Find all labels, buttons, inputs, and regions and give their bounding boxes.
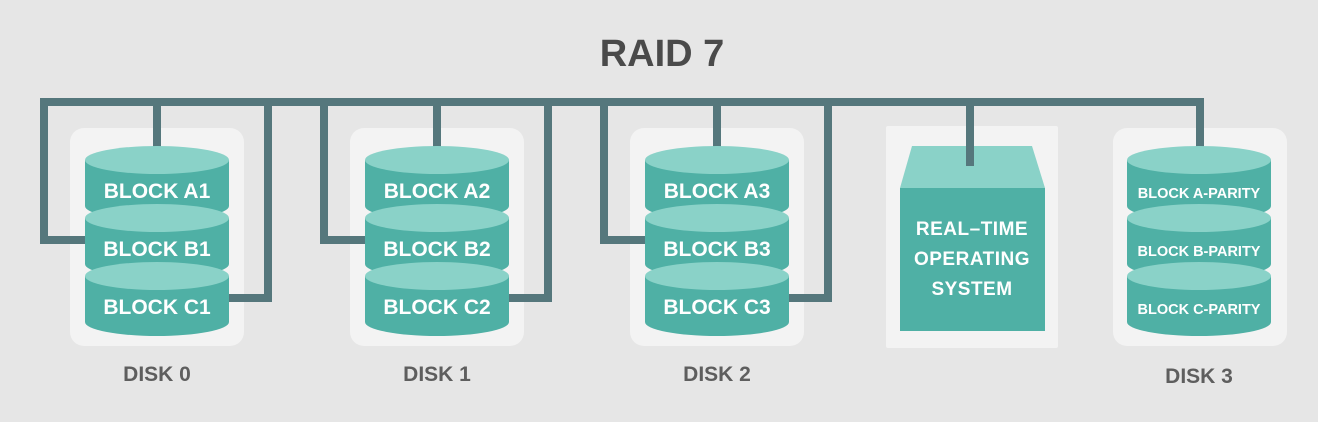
- block-label: BLOCK C-PARITY: [1138, 302, 1261, 318]
- os-label-line-2: OPERATING: [914, 249, 1030, 270]
- os-box-front: [900, 188, 1045, 331]
- disk0-left-link: [40, 98, 92, 244]
- cylinder-body: [645, 218, 789, 278]
- disk-block-cylinder: BLOCK B1: [85, 204, 229, 278]
- cylinder-body: [85, 276, 229, 336]
- disk-stack-0: BLOCK A1 BLOCK B1 BLOCK C1: [85, 146, 229, 336]
- cylinder-top: [645, 204, 789, 232]
- disk-block-cylinder: BLOCK A1: [85, 146, 229, 220]
- disk-block-cylinder: BLOCK C2: [365, 262, 509, 336]
- os-box: REAL–TIME OPERATING SYSTEM: [900, 98, 1045, 331]
- os-label-line-1: REAL–TIME: [916, 219, 1028, 240]
- os-box-top: [900, 146, 1045, 188]
- disk1-left-link: [320, 98, 372, 244]
- disk-block-cylinder: BLOCK B3: [645, 204, 789, 278]
- disk-label-3: DISK 3: [1165, 365, 1233, 388]
- disk-block-cylinder: BLOCK C3: [645, 262, 789, 336]
- disk-block-cylinder: BLOCK B-PARITY: [1127, 204, 1271, 278]
- block-label: BLOCK C1: [103, 296, 211, 319]
- disk-stack-3: BLOCK A-PARITY BLOCK B-PARITY BLOCK C-PARI…: [1127, 146, 1271, 336]
- disk-block-cylinder: BLOCK B2: [365, 204, 509, 278]
- cylinder-top: [645, 146, 789, 174]
- diagram-title: RAID 7: [600, 33, 725, 75]
- cylinder-top: [365, 204, 509, 232]
- cylinder-body: [645, 276, 789, 336]
- block-label: BLOCK A-PARITY: [1138, 186, 1261, 202]
- disk-label-0: DISK 0: [123, 363, 191, 386]
- block-label: BLOCK B3: [663, 238, 770, 261]
- cylinder-body: [1127, 160, 1271, 220]
- block-label: BLOCK B-PARITY: [1138, 244, 1261, 260]
- block-label: BLOCK A2: [384, 180, 491, 203]
- disk2-left-link: [600, 98, 652, 244]
- os-label-line-3: SYSTEM: [931, 279, 1012, 300]
- block-label: BLOCK B2: [383, 238, 490, 261]
- disk2-right-link: [788, 98, 832, 302]
- cylinder-body: [365, 160, 509, 220]
- disk0-right-link: [228, 98, 272, 302]
- cylinder-body: [365, 276, 509, 336]
- cylinder-top: [1127, 146, 1271, 174]
- block-label: BLOCK C3: [663, 296, 770, 319]
- cylinder-body: [1127, 218, 1271, 278]
- block-label: BLOCK C2: [383, 296, 490, 319]
- disk-stacks: BLOCK A1 BLOCK B1 BLOCK C1 BLOCK A2 BLOCK B2…: [85, 146, 1271, 336]
- cylinder-top: [645, 262, 789, 290]
- disk1-right-link: [508, 98, 552, 302]
- disk-stack-2: BLOCK A3 BLOCK B3 BLOCK C3: [645, 146, 789, 336]
- cylinder-top: [85, 262, 229, 290]
- disk-label-2: DISK 2: [683, 363, 751, 386]
- cylinder-top: [365, 262, 509, 290]
- disk-block-cylinder: BLOCK C-PARITY: [1127, 262, 1271, 336]
- disk-block-cylinder: BLOCK A3: [645, 146, 789, 220]
- cylinder-top: [85, 204, 229, 232]
- cylinder-body: [1127, 276, 1271, 336]
- disk-block-cylinder: BLOCK A2: [365, 146, 509, 220]
- block-label: BLOCK A3: [664, 180, 771, 203]
- cylinder-body: [365, 218, 509, 278]
- disk-label-1: DISK 1: [403, 363, 471, 386]
- disk-block-cylinder: BLOCK C1: [85, 262, 229, 336]
- cylinder-body: [645, 160, 789, 220]
- disk-block-cylinder: BLOCK A-PARITY: [1127, 146, 1271, 220]
- cylinder-top: [85, 146, 229, 174]
- cylinder-top: [1127, 204, 1271, 232]
- disk-stack-1: BLOCK A2 BLOCK B2 BLOCK C2: [365, 146, 509, 336]
- cylinder-body: [85, 160, 229, 220]
- block-label: BLOCK A1: [104, 180, 211, 203]
- cylinder-top: [1127, 262, 1271, 290]
- cylinder-body: [85, 218, 229, 278]
- cylinder-top: [365, 146, 509, 174]
- block-label: BLOCK B1: [103, 238, 211, 261]
